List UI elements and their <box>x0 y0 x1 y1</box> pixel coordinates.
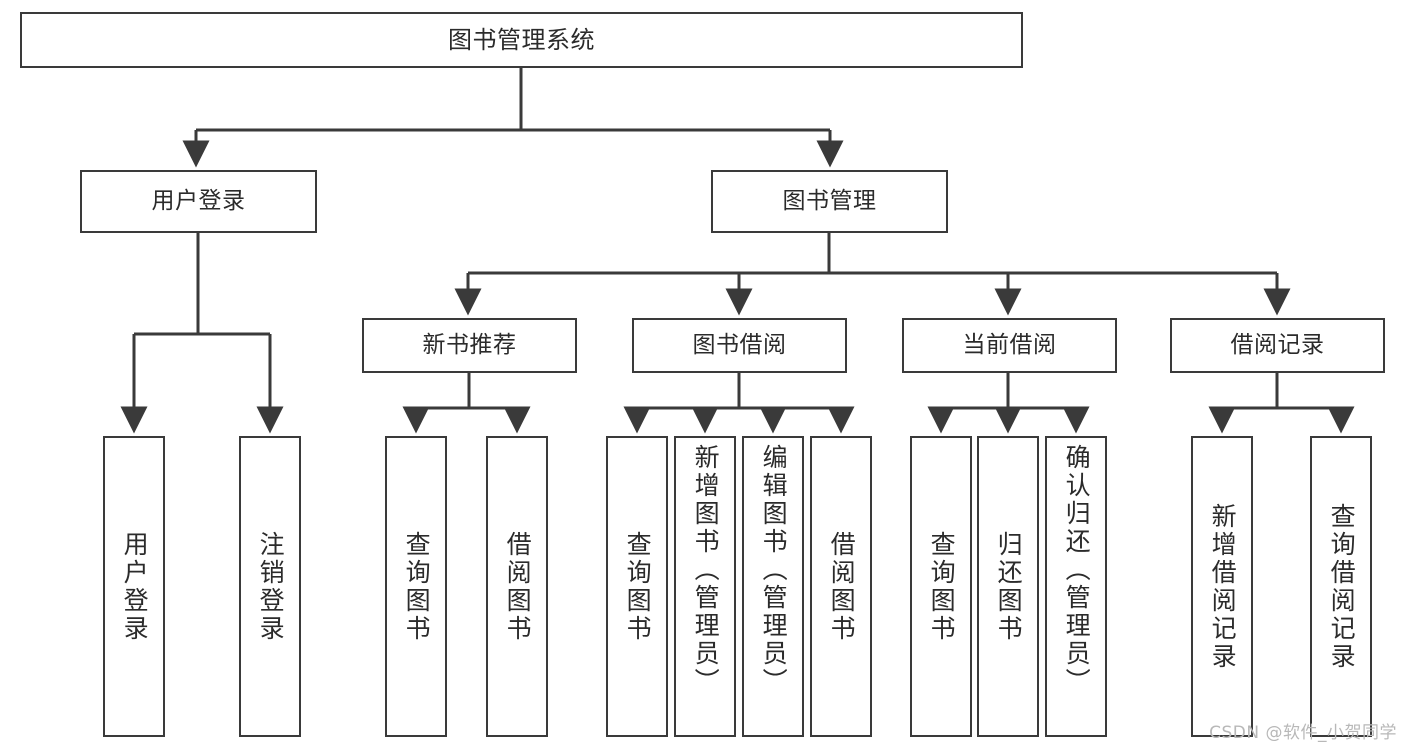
leaf-query-book-current[interactable]: 查询图书 <box>910 436 972 737</box>
leaf-borrow-book-recommend[interactable]: 借阅图书 <box>486 436 548 737</box>
leaf-query-book-recommend[interactable]: 查询图书 <box>385 436 447 737</box>
node-user-login[interactable]: 用户登录 <box>80 170 317 233</box>
leaf-edit-book-admin[interactable]: 编辑图书（管理员） <box>742 436 804 737</box>
node-new-book-recommend[interactable]: 新书推荐 <box>362 318 577 373</box>
node-current-borrow[interactable]: 当前借阅 <box>902 318 1117 373</box>
node-label: 确认归还（管理员） <box>1062 444 1092 696</box>
node-book-management[interactable]: 图书管理 <box>711 170 948 233</box>
node-label: 用户登录 <box>151 187 246 214</box>
node-label: 图书借阅 <box>692 331 787 358</box>
node-label: 新增借阅记录 <box>1208 502 1238 671</box>
node-label: 新书推荐 <box>422 331 517 358</box>
node-root-book-management-system[interactable]: 图书管理系统 <box>20 12 1023 68</box>
node-label: 新增图书（管理员） <box>691 444 721 696</box>
leaf-confirm-return-admin[interactable]: 确认归还（管理员） <box>1045 436 1107 737</box>
node-label: 查询图书 <box>927 530 957 643</box>
node-book-borrow[interactable]: 图书借阅 <box>632 318 847 373</box>
leaf-add-book-admin[interactable]: 新增图书（管理员） <box>674 436 736 737</box>
node-label: 借阅图书 <box>503 530 533 643</box>
node-label: 当前借阅 <box>962 331 1057 358</box>
leaf-query-book-borrow[interactable]: 查询图书 <box>606 436 668 737</box>
node-label: 借阅记录 <box>1230 331 1325 358</box>
leaf-return-book[interactable]: 归还图书 <box>977 436 1039 737</box>
leaf-logout[interactable]: 注销登录 <box>239 436 301 737</box>
node-label: 注销登录 <box>256 530 286 643</box>
leaf-user-login[interactable]: 用户登录 <box>103 436 165 737</box>
node-label: 查询借阅记录 <box>1327 502 1357 671</box>
node-label: 查询图书 <box>623 530 653 643</box>
node-label: 图书管理 <box>782 187 877 214</box>
node-label: 编辑图书（管理员） <box>759 444 789 696</box>
leaf-borrow-book[interactable]: 借阅图书 <box>810 436 872 737</box>
leaf-query-borrow-record[interactable]: 查询借阅记录 <box>1310 436 1372 737</box>
watermark: CSDN @软件_小贺同学 <box>1209 723 1397 743</box>
leaf-add-borrow-record[interactable]: 新增借阅记录 <box>1191 436 1253 737</box>
node-label: 图书管理系统 <box>448 25 595 54</box>
node-label: 用户登录 <box>120 530 150 643</box>
node-borrow-record[interactable]: 借阅记录 <box>1170 318 1385 373</box>
node-label: 归还图书 <box>994 530 1024 643</box>
node-label: 查询图书 <box>402 530 432 643</box>
node-label: 借阅图书 <box>827 530 857 643</box>
